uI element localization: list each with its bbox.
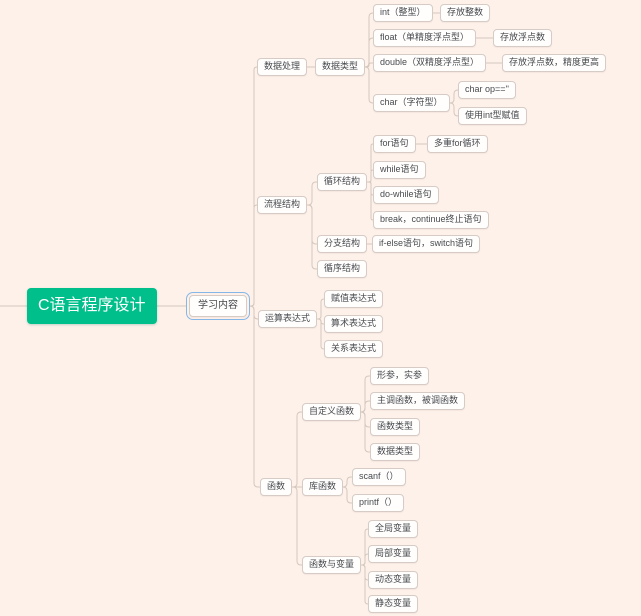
edge-flow-seq <box>307 204 317 270</box>
edge-func_var-static_v <box>361 564 369 605</box>
edge-char_t-char_op <box>449 89 459 104</box>
edge-study-func <box>249 305 260 488</box>
mindmap-node-store_float_hi[interactable]: 存放浮点数，精度更高 <box>502 54 607 72</box>
mindmap-node-printf_f[interactable]: printf（） <box>352 494 405 512</box>
edge-lib_f-scanf_f <box>342 476 352 488</box>
mindmap-node-scanf_f[interactable]: scanf（） <box>352 468 406 486</box>
mindmap-node-float_t[interactable]: float（单精度浮点型） <box>373 29 477 47</box>
mindmap-node-local_v[interactable]: 局部变量 <box>368 545 419 563</box>
mindmap-node-assign_e[interactable]: 赋值表达式 <box>324 290 384 308</box>
edge-func-func_var <box>292 486 302 566</box>
edge-custom_f-caller <box>360 400 370 413</box>
mindmap-node-multi_for[interactable]: 多重for循环 <box>427 135 488 153</box>
mindmap-node-store_float[interactable]: 存放浮点数 <box>493 29 553 47</box>
mindmap-node-use_int[interactable]: 使用int型赋值 <box>458 107 527 125</box>
mindmap-node-data_type2[interactable]: 数据类型 <box>370 443 421 461</box>
mindmap-node-arith_e[interactable]: 算术表达式 <box>324 315 384 333</box>
mindmap-node-dynamic_v[interactable]: 动态变量 <box>368 571 419 589</box>
mindmap-node-custom_f[interactable]: 自定义函数 <box>302 403 362 421</box>
edge-custom_f-data_type2 <box>360 411 370 453</box>
edge-func-custom_f <box>292 411 302 488</box>
edge-data_type-double_t <box>365 62 373 68</box>
mindmap-node-store_int[interactable]: 存放整数 <box>440 4 491 22</box>
mindmap-node-for_s[interactable]: for语句 <box>373 135 416 153</box>
mindmap-node-lib_f[interactable]: 库函数 <box>302 478 344 496</box>
edge-data_type-char_t <box>364 66 374 104</box>
mindmap-node-global_v[interactable]: 全局变量 <box>368 520 419 538</box>
edge-flow-loop <box>307 181 317 206</box>
mindmap-node-study[interactable]: 学习内容 <box>186 292 250 320</box>
mindmap-node-ifelse[interactable]: if-else语句，switch语句 <box>372 235 481 253</box>
mindmap-node-int_t[interactable]: int（整型） <box>373 4 433 22</box>
mindmap-node-expr[interactable]: 运算表达式 <box>258 310 318 328</box>
mindmap-node-func_var[interactable]: 函数与变量 <box>302 556 362 574</box>
mindmap-node-dowhile_s[interactable]: do-while语句 <box>373 186 439 204</box>
mindmap-node-seq[interactable]: 循序结构 <box>317 260 368 278</box>
mindmap-node-caller[interactable]: 主调函数，被调函数 <box>370 392 466 410</box>
mindmap-node-func[interactable]: 函数 <box>260 478 293 496</box>
mindmap-node-static_v[interactable]: 静态变量 <box>368 595 419 613</box>
mindmap-node-flow[interactable]: 流程结构 <box>257 196 308 214</box>
mindmap-node-branch[interactable]: 分支结构 <box>317 235 368 253</box>
edge-loop-break_s <box>367 181 374 221</box>
edge-expr-assign_e <box>317 298 325 320</box>
mindmap-node-double_t[interactable]: double（双精度浮点型） <box>373 54 487 72</box>
mindmap-node-loop[interactable]: 循环结构 <box>317 173 368 191</box>
edge-expr-rel_e <box>317 318 325 350</box>
mindmap-node-char_op[interactable]: char op=='' <box>458 81 516 99</box>
mindmap-node-data_proc[interactable]: 数据处理 <box>257 58 308 76</box>
edge-lib_f-printf_f <box>342 486 352 504</box>
mindmap-node-char_t[interactable]: char（字符型） <box>373 94 450 112</box>
mindmap-node-rel_e[interactable]: 关系表达式 <box>324 340 384 358</box>
mindmap-node-root[interactable]: C语言程序设计 <box>27 288 157 324</box>
mindmap-node-func_type[interactable]: 函数类型 <box>370 418 421 436</box>
mindmap-node-data_type[interactable]: 数据类型 <box>315 58 366 76</box>
edge-study-flow <box>250 204 258 307</box>
mindmap-node-while_s[interactable]: while语句 <box>373 161 426 179</box>
edge-char_t-use_int <box>449 102 459 117</box>
mindmap-node-break_s[interactable]: break，continue终止语句 <box>373 211 489 229</box>
mindmap-node-params[interactable]: 形参，实参 <box>370 367 430 385</box>
